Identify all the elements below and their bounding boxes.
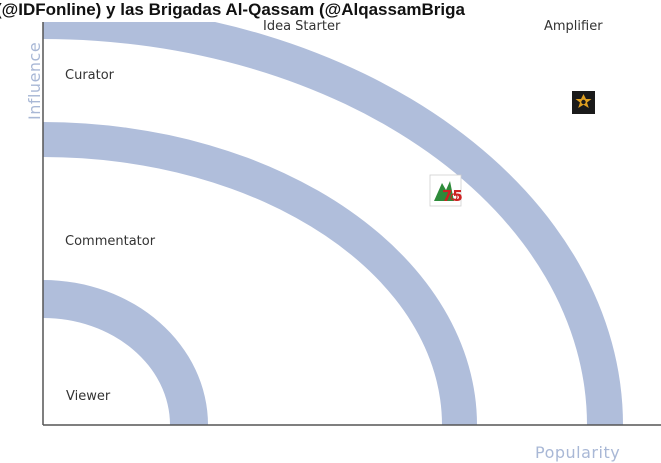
alqassam-emblem-icon xyxy=(572,91,595,114)
svg-text:75: 75 xyxy=(442,187,463,205)
y-axis-label: Influence xyxy=(25,42,44,120)
zone-label-amplifier: Amplifier xyxy=(544,19,603,34)
zone-label-idea-starter: Idea Starter xyxy=(263,19,341,34)
zone-label-viewer: Viewer xyxy=(66,389,111,404)
idf-75-logo-icon: 75 xyxy=(429,174,463,207)
arc-band-curator xyxy=(43,22,623,425)
zone-label-commentator: Commentator xyxy=(65,234,156,249)
zone-label-curator: Curator xyxy=(65,68,115,83)
page-title: (@IDFonline) y las Brigadas Al-Qassam (@… xyxy=(0,0,466,19)
x-axis-label: Popularity xyxy=(535,443,620,462)
arc-band-viewer xyxy=(43,280,208,425)
arc-band-commentator xyxy=(43,122,477,425)
arc-bands xyxy=(43,22,623,425)
